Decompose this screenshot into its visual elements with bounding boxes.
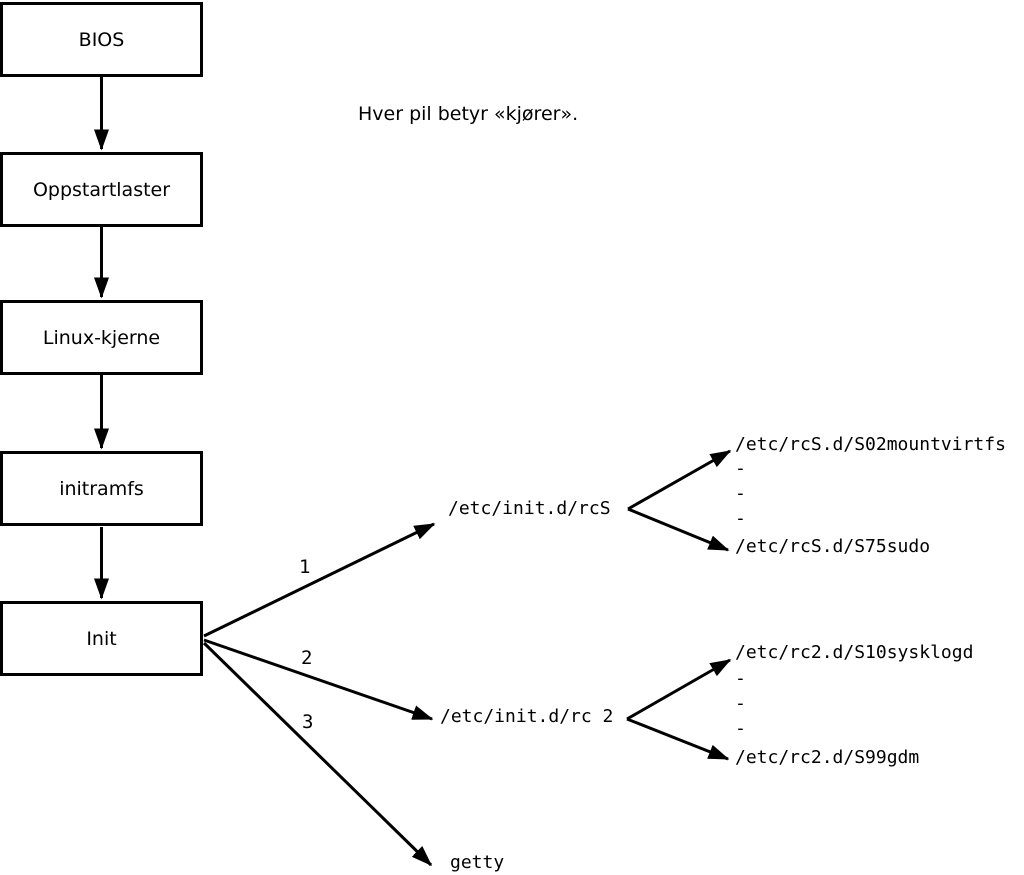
box-bios: BIOS	[0, 2, 203, 77]
rc2-ellipsis-dash: -	[735, 668, 746, 689]
branch-number-3: 3	[302, 711, 314, 733]
box-init: Init	[0, 601, 203, 676]
arrow-init-to-rcs	[203, 522, 436, 638]
arrow-init-to-rc2	[203, 638, 434, 721]
box-initramfs-label: initramfs	[59, 477, 144, 500]
box-init-label: Init	[86, 627, 117, 650]
getty-label: getty	[450, 852, 505, 873]
rc2-ellipsis-dash: -	[735, 718, 746, 739]
rcs-first-entry-label: /etc/rcS.d/S02mountvirtfs	[735, 434, 1006, 455]
arrow-init-to-getty	[202, 641, 433, 867]
branch-number-2: 2	[301, 647, 313, 669]
box-bios-label: BIOS	[78, 28, 125, 51]
rc2-script-label: /etc/init.d/rc 2	[440, 706, 614, 727]
rcs-ellipsis-dash: -	[735, 483, 746, 504]
arrow-meaning-note: Hver pil betyr «kjører».	[358, 103, 579, 125]
rcs-script-label: /etc/init.d/rcS	[448, 498, 611, 519]
rcs-ellipsis-dash: -	[735, 458, 746, 479]
box-bootloader: Oppstartlaster	[0, 152, 203, 227]
arrow-rc2-to-last-script	[626, 717, 730, 761]
box-bootloader-label: Oppstartlaster	[32, 178, 171, 201]
box-linux-kernel: Linux-kjerne	[0, 300, 203, 375]
rcs-last-entry-label: /etc/rcS.d/S75sudo	[735, 536, 931, 557]
branch-number-1: 1	[299, 556, 311, 578]
rc2-ellipsis-dash: -	[735, 693, 746, 714]
arrow-rcs-to-last-script	[627, 507, 730, 552]
box-initramfs: initramfs	[0, 451, 203, 526]
rc2-last-entry-label: /etc/rc2.d/S99gdm	[735, 747, 920, 768]
arrow-rcs-to-first-script	[627, 449, 732, 511]
arrow-rc2-to-first-script	[626, 658, 732, 721]
box-linux-kernel-label: Linux-kjerne	[42, 326, 161, 349]
rc2-first-entry-label: /etc/rc2.d/S10sysklogd	[735, 642, 974, 663]
rcs-ellipsis-dash: -	[735, 508, 746, 529]
